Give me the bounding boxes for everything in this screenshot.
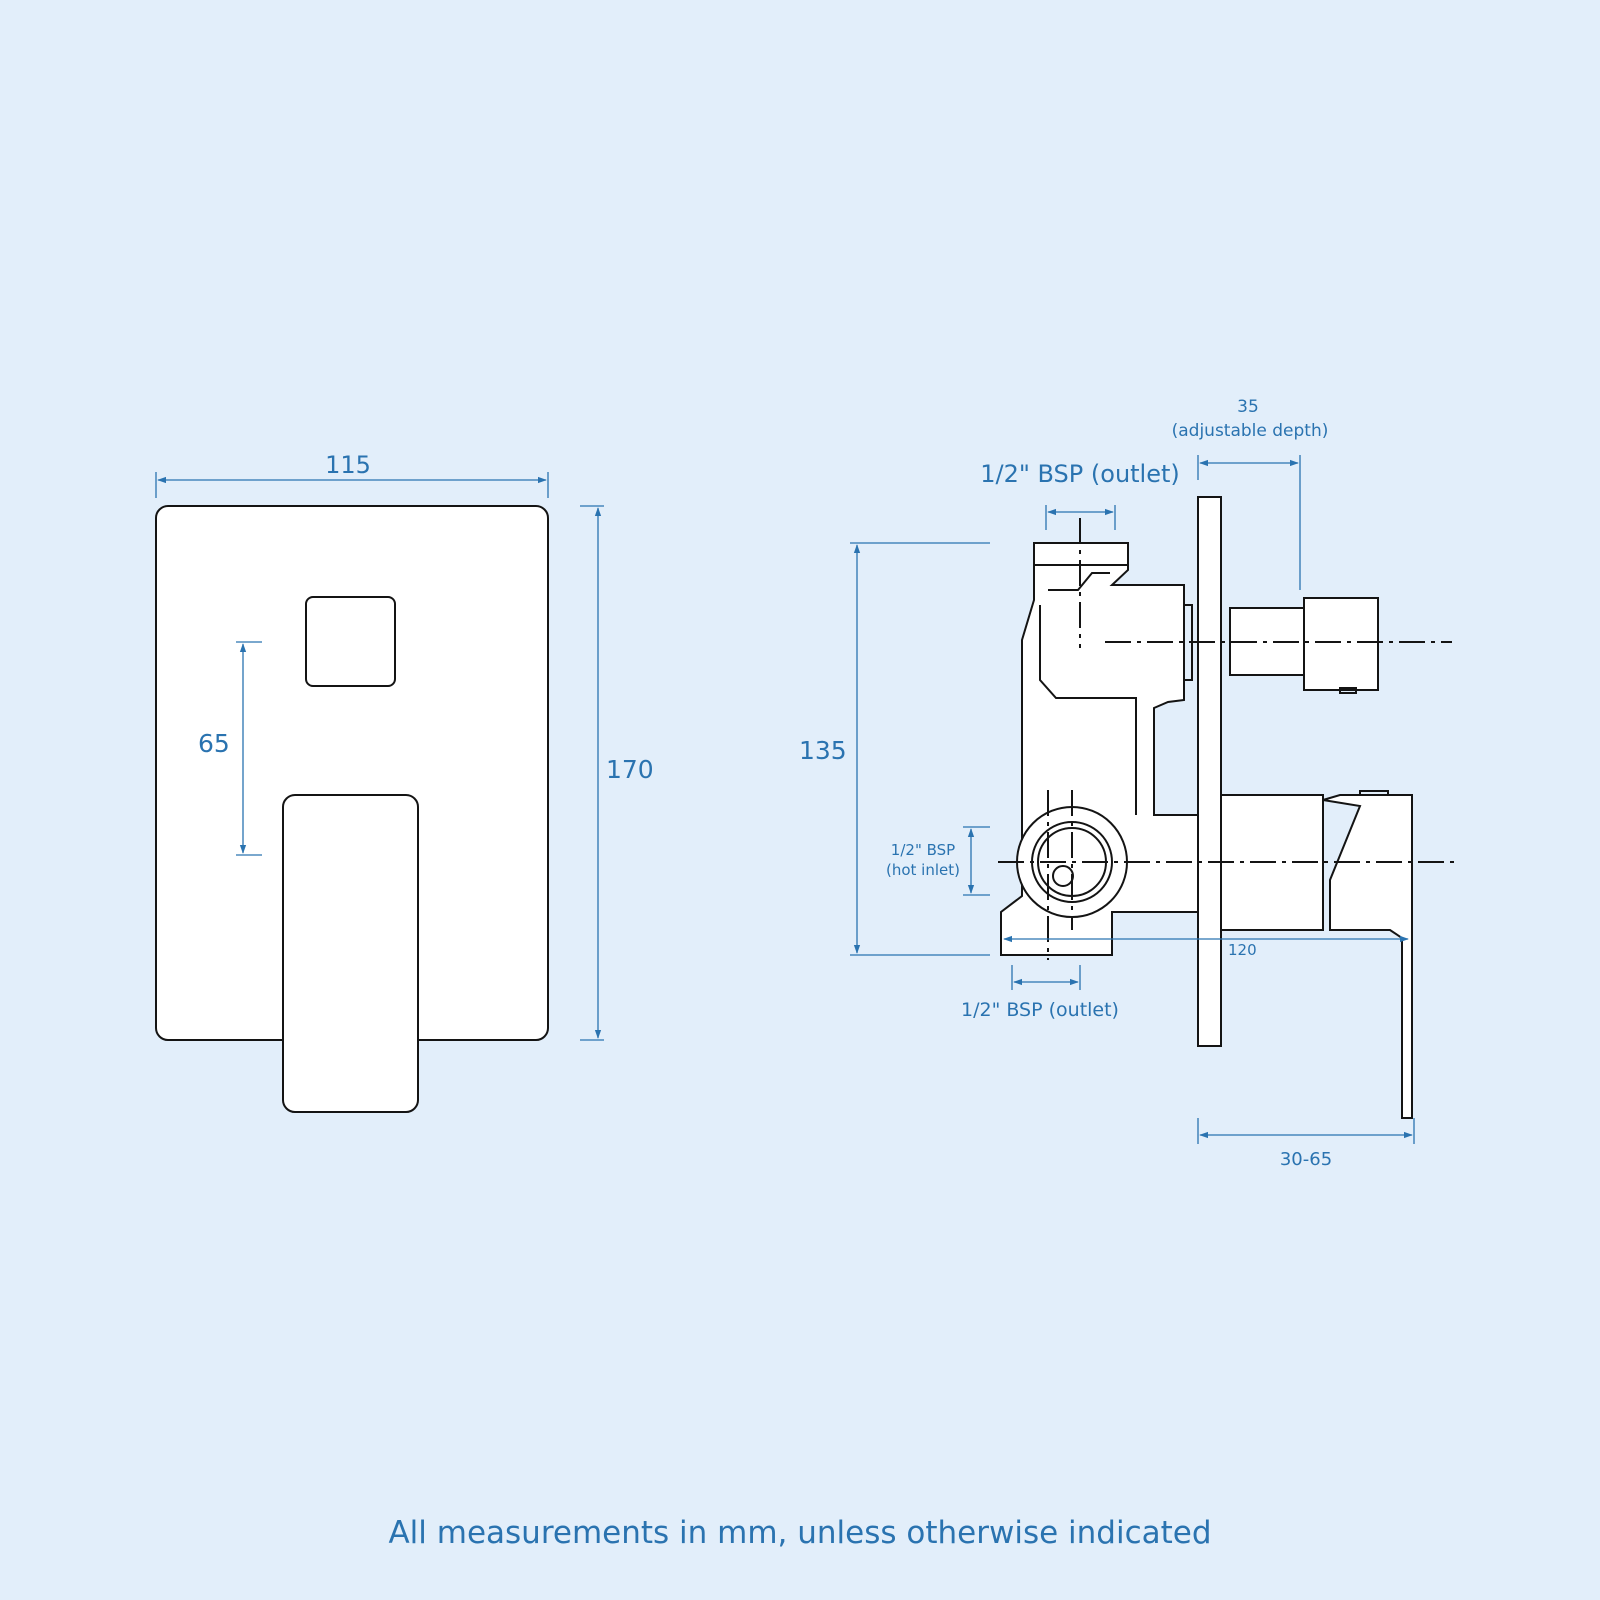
hot-inlet-size-label: 1/2" BSP <box>891 841 955 859</box>
hot-inlet-bore <box>1052 865 1074 887</box>
height-dimension-label: 170 <box>606 755 654 784</box>
bottom-outlet-label: 1/2" BSP (outlet) <box>961 999 1119 1021</box>
length-label: 120 <box>1228 941 1257 959</box>
diverter-knob <box>305 596 396 687</box>
wall-plate <box>1197 496 1222 1047</box>
wall-range-label: 30-65 <box>1280 1149 1332 1170</box>
depth-note-label: (adjustable depth) <box>1172 421 1329 441</box>
lever-handle-front <box>282 794 419 1113</box>
spacing-dimension-label: 65 <box>198 729 230 758</box>
width-dimension-label: 115 <box>325 451 371 479</box>
hot-inlet-note-label: (hot inlet) <box>886 861 960 879</box>
lever-handle-side <box>1322 794 1413 1119</box>
measurement-note: All measurements in mm, unless otherwise… <box>388 1515 1212 1551</box>
front-view: 115 170 65 <box>155 451 654 1113</box>
side-height-label: 135 <box>799 736 847 765</box>
depth-value-label: 35 <box>1237 397 1259 417</box>
side-view: 35 (adjustable depth) 1/2" BSP (outlet) … <box>799 397 1458 1170</box>
diverter-knob-side <box>1303 597 1379 691</box>
top-outlet-label: 1/2" BSP (outlet) <box>980 460 1180 488</box>
